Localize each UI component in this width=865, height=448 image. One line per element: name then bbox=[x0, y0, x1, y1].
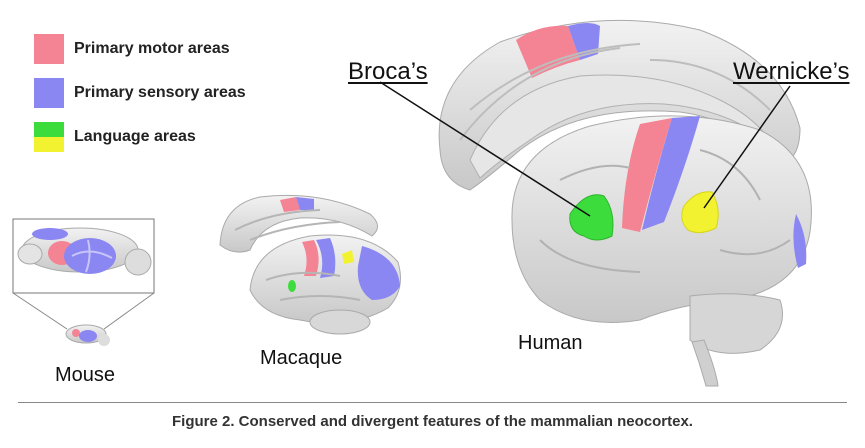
mouse-brain-enlarged bbox=[17, 227, 152, 276]
motor-swatch bbox=[34, 34, 64, 64]
wernicke-label: Wernicke’s bbox=[733, 58, 850, 85]
legend-label-sensory: Primary sensory areas bbox=[74, 84, 246, 101]
legend-item-motor: Primary motor areas bbox=[34, 34, 246, 64]
human-lateral-view bbox=[511, 115, 812, 387]
broca-pointer-line bbox=[379, 81, 591, 217]
species-label-human: Human bbox=[518, 332, 583, 354]
mouse-brain-small bbox=[65, 324, 110, 346]
legend-label-language: Language areas bbox=[74, 128, 196, 145]
species-label-mouse: Mouse bbox=[55, 364, 116, 386]
macaque-lateral-view bbox=[249, 234, 401, 335]
language-swatch bbox=[34, 122, 64, 152]
legend: Primary motor areas Primary sensory area… bbox=[34, 34, 246, 166]
legend-item-sensory: Primary sensory areas bbox=[34, 78, 246, 108]
broca-label: Broca’s bbox=[348, 58, 428, 85]
figure-caption: Figure 2. Conserved and divergent featur… bbox=[172, 413, 693, 430]
wernicke-pointer-line bbox=[703, 85, 791, 209]
caption-divider bbox=[18, 402, 847, 403]
legend-item-language: Language areas bbox=[34, 122, 246, 152]
species-label-macaque: Macaque bbox=[260, 347, 343, 369]
macaque-medial-view bbox=[219, 194, 378, 253]
legend-label-motor: Primary motor areas bbox=[74, 40, 230, 57]
sensory-swatch bbox=[34, 78, 64, 108]
